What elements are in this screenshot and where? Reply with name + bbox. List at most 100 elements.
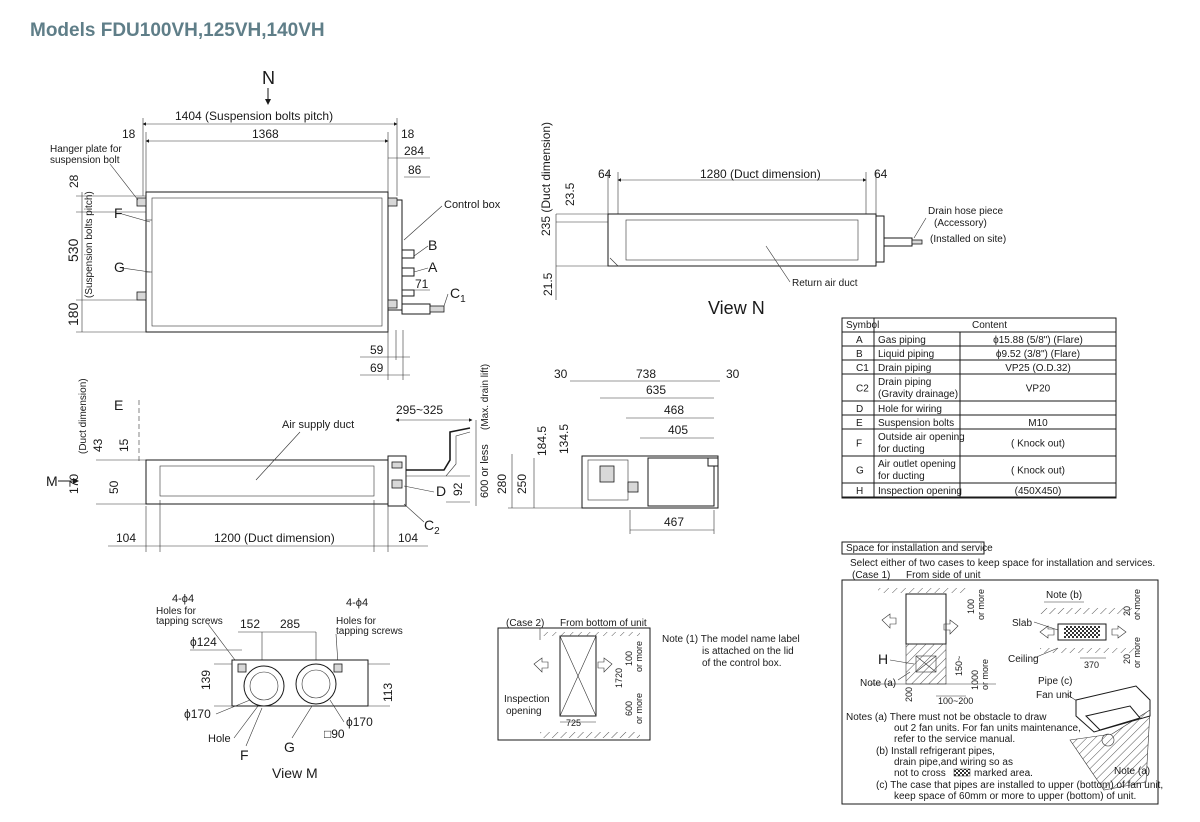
view-m-title: View M: [272, 765, 318, 781]
table-cell-value: ( Knock out): [1011, 466, 1065, 477]
dim-170: 170: [67, 474, 81, 494]
case2-dim-100: 100: [624, 651, 634, 666]
letter-f-view-m: F: [240, 747, 249, 763]
top-view: N 1404 (Suspension bolts pitch) 1368 18 …: [50, 68, 501, 380]
case2-heading: (Case 2): [506, 618, 544, 629]
table-cell-item: Liquid piping: [878, 349, 934, 360]
space-note-9: keep space of 60mm or more to upper (bot…: [894, 791, 1136, 802]
table-header-symbol: Symbol: [846, 320, 879, 331]
view-m: 4-ϕ4 Holes for tapping screws 4-ϕ4 Holes…: [156, 593, 403, 781]
dim-104-left: 104: [116, 531, 136, 545]
dim-124: ϕ124: [190, 635, 217, 649]
duct-dim-label: (Duct dimension): [78, 378, 89, 454]
dim-152: 152: [240, 617, 260, 631]
dim-92: 92: [451, 482, 465, 496]
dim-113: 113: [381, 683, 395, 702]
space-note-6: not to cross: [894, 768, 946, 779]
suspension-pitch-label: (Suspension bolts pitch): [84, 191, 95, 298]
letter-a: A: [428, 259, 438, 275]
letter-h: H: [878, 651, 888, 667]
holes-right-count: 4-ϕ4: [346, 597, 368, 609]
case2-heading-right: From bottom of unit: [560, 618, 647, 629]
pipe-c-label: Pipe (c): [1038, 676, 1072, 687]
table-cell-value: (450X450): [1015, 486, 1062, 497]
holes-right-label-2: tapping screws: [336, 626, 403, 637]
space-note-4: (b) Install refrigerant pipes,: [876, 746, 995, 757]
table-cell-value: ϕ9.52 (3/8") (Flare): [996, 349, 1080, 360]
dim-284: 284: [404, 144, 424, 158]
dim-405: 405: [668, 423, 688, 437]
dim-600-or-less: 600 or less: [479, 444, 491, 498]
table-cell-item: Inspection opening: [878, 486, 962, 497]
drain-hose: [406, 427, 471, 471]
dim-170-right: ϕ170: [346, 715, 373, 729]
dim-30-right: 30: [726, 367, 740, 381]
table-cell-symbol: C1: [856, 363, 869, 374]
unit-body-top: [145, 191, 389, 333]
case1b-dim-370: 370: [1084, 660, 1099, 670]
fan-unit-label: Fan unit: [1036, 690, 1072, 701]
dim-18-right: 18: [401, 127, 415, 141]
case2-or-more-2: or more: [634, 693, 644, 724]
case1-dim-200: 200: [904, 687, 914, 702]
max-lift-label: (Max. drain lift): [480, 364, 491, 430]
case1b-dim-20-top: 20: [1122, 606, 1132, 616]
table-header-content: Content: [972, 320, 1007, 331]
dim-23-5: 23.5: [563, 182, 577, 206]
table-cell-symbol: G: [856, 466, 864, 477]
dim-15: 15: [117, 438, 131, 452]
table-cell-item: Air outlet opening: [878, 459, 956, 470]
table-cell-symbol: F: [856, 439, 862, 450]
dim-530: 530: [65, 238, 81, 262]
front-view: E (Duct dimension) 43 15 170 50 M Air su…: [46, 364, 491, 552]
space-note-7: marked area.: [974, 768, 1033, 779]
view-n-title: View N: [708, 298, 765, 318]
control-box: [387, 199, 403, 311]
front-body: [145, 459, 389, 505]
letter-g: G: [114, 259, 125, 275]
case1b-or-more-1: or more: [1132, 589, 1142, 620]
dim-285: 285: [280, 617, 300, 631]
north-label: N: [262, 68, 275, 88]
dim-21-5: 21.5: [541, 272, 555, 296]
dim-184-5: 184.5: [535, 426, 549, 456]
case1b-dim-20-bottom: 20: [1122, 654, 1132, 664]
table-cell-item: for ducting: [878, 471, 925, 482]
table-cell-symbol: A: [856, 335, 863, 346]
dim-50: 50: [107, 480, 121, 494]
table-cell-item: Drain piping: [878, 363, 931, 374]
letter-g-view-m: G: [284, 739, 295, 755]
dim-134-5: 134.5: [557, 424, 571, 454]
case2-dim-725: 725: [566, 718, 581, 728]
dim-28: 28: [67, 174, 81, 188]
letter-e: E: [114, 397, 123, 413]
dim-69: 69: [370, 361, 384, 375]
table-cell-item: Suspension bolts: [878, 418, 954, 429]
dim-59: 59: [370, 343, 384, 357]
space-note-8: (c) The case that pipes are installed to…: [876, 780, 1163, 791]
space-case1-right: From side of unit: [906, 570, 981, 581]
letter-c2: C2: [424, 517, 440, 537]
opening-g: [295, 663, 337, 705]
case1-or-more-2: or more: [980, 659, 990, 690]
table-cell-symbol: D: [856, 404, 863, 415]
space-note-3: refer to the service manual.: [894, 734, 1015, 745]
case1b-or-more-2: or more: [1132, 637, 1142, 668]
dim-1368: 1368: [252, 127, 279, 141]
dim-64-left: 64: [598, 167, 612, 181]
dim-280: 280: [495, 474, 509, 494]
dim-64-right: 64: [874, 167, 888, 181]
space-case1: (Case 1): [852, 570, 890, 581]
page-title: Models FDU100VH,125VH,140VH: [30, 20, 325, 41]
dim-30-left: 30: [554, 367, 568, 381]
opening-f: [243, 665, 285, 707]
table-cell-value: VP20: [1026, 384, 1051, 395]
table-cell-value: M10: [1028, 418, 1048, 429]
hanger-plate-label-2: suspension bolt: [50, 155, 120, 166]
